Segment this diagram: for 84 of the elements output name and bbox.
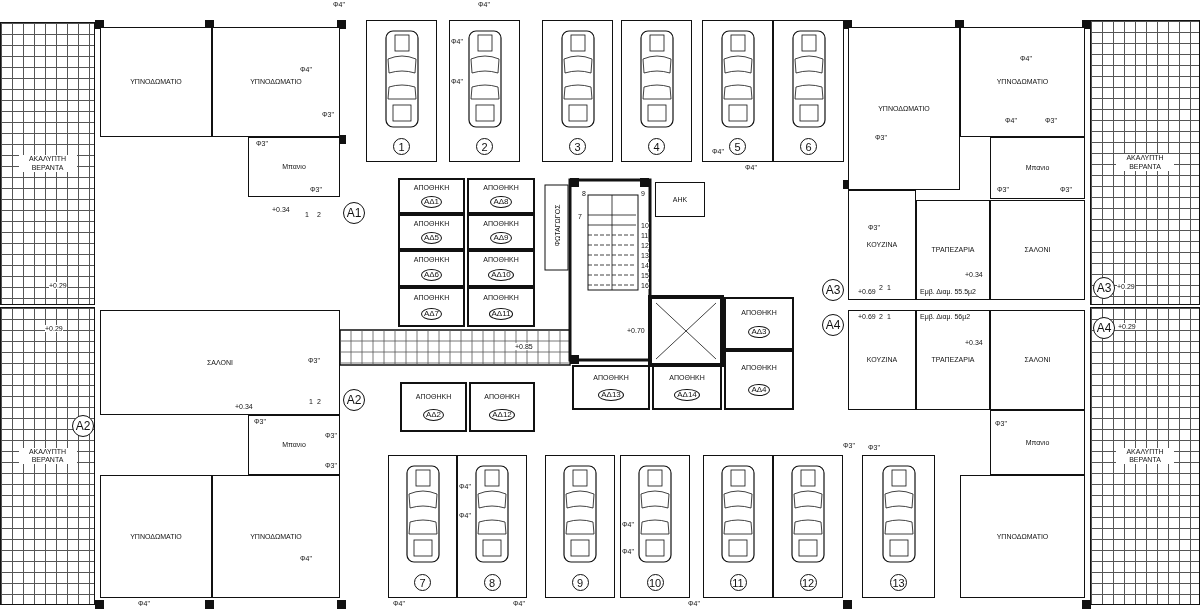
storage-room <box>572 365 650 410</box>
storage-room <box>467 214 535 250</box>
space-number: 5 <box>729 138 746 155</box>
space-number: 4 <box>648 138 665 155</box>
parking-space <box>862 455 935 598</box>
space-number: 6 <box>800 138 817 155</box>
veranda-area <box>0 307 95 605</box>
space-number: 11 <box>729 574 747 591</box>
storage-room <box>724 350 794 410</box>
unit-label: A2 <box>346 393 362 407</box>
room-area <box>248 137 340 197</box>
room-area <box>212 475 340 598</box>
storage-room <box>652 365 722 410</box>
parking-space <box>621 20 692 162</box>
parking-space <box>702 20 773 162</box>
parking-space <box>703 455 773 598</box>
room-area <box>248 415 340 475</box>
room-area <box>916 200 990 300</box>
room-area <box>212 27 340 137</box>
storage-room <box>398 214 465 250</box>
storage-code: ΑΔ8 <box>490 195 512 208</box>
room-area <box>100 27 212 137</box>
unit-label: A4 <box>1096 321 1112 335</box>
room-area <box>848 27 960 190</box>
space-number: 7 <box>414 574 431 591</box>
unit-label: A4 <box>825 318 841 332</box>
veranda-area <box>1090 307 1200 605</box>
space-number: 2 <box>476 138 493 155</box>
storage-code: ΑΔ2 <box>422 409 445 422</box>
storage-code: ΑΔ6 <box>420 268 443 281</box>
veranda-area <box>0 22 95 305</box>
storage-code: ΑΔ10 <box>488 268 514 281</box>
storage-room <box>398 250 465 287</box>
storage-room <box>398 287 465 327</box>
parking-space <box>457 455 527 598</box>
storage-room <box>469 382 535 432</box>
storage-room <box>467 287 535 327</box>
parking-space <box>545 455 615 598</box>
storage-code: ΑΔ11 <box>488 307 514 320</box>
space-number: 8 <box>483 574 501 591</box>
room-area <box>848 190 916 300</box>
parking-space <box>366 20 437 162</box>
room-area <box>960 475 1085 598</box>
storage-room <box>467 178 535 214</box>
storage-code: ΑΔ13 <box>598 388 624 401</box>
storage-code: ΑΔ14 <box>674 388 700 401</box>
parking-space <box>388 455 457 598</box>
meter-room <box>655 182 705 217</box>
room-area <box>848 310 916 410</box>
parking-space <box>449 20 520 162</box>
storage-code: ΑΔ9 <box>490 231 512 244</box>
parking-space <box>620 455 690 598</box>
space-number: 13 <box>890 574 907 591</box>
veranda-area <box>1090 20 1200 305</box>
storage-room <box>398 178 465 214</box>
room-area <box>990 410 1085 475</box>
room-area <box>960 27 1085 137</box>
parking-space <box>773 455 843 598</box>
room-area <box>990 137 1085 199</box>
space-number: 10 <box>646 574 664 591</box>
unit-label: A1 <box>346 206 362 220</box>
storage-code: ΑΔ5 <box>420 231 443 244</box>
space-number: 1 <box>393 138 410 155</box>
storage-room <box>467 250 535 287</box>
space-number: 9 <box>571 574 589 591</box>
unit-label: A3 <box>825 283 841 297</box>
unit-label: A2 <box>75 419 91 433</box>
storage-code: ΑΔ7 <box>420 307 443 320</box>
storage-room <box>400 382 467 432</box>
room-area <box>100 475 212 598</box>
parking-space <box>773 20 844 162</box>
unit-label: A3 <box>1096 281 1112 295</box>
storage-code: ΑΔ1 <box>420 195 443 208</box>
room-area <box>100 310 340 415</box>
space-number: 3 <box>569 138 586 155</box>
storage-code: ΑΔ4 <box>748 383 770 396</box>
storage-code: ΑΔ12 <box>489 409 515 422</box>
storage-code: ΑΔ3 <box>748 326 770 339</box>
parking-space <box>542 20 613 162</box>
room-area <box>990 200 1085 300</box>
space-number: 12 <box>799 574 817 591</box>
room-area <box>990 310 1085 410</box>
room-area <box>916 310 990 410</box>
storage-room <box>724 297 794 350</box>
